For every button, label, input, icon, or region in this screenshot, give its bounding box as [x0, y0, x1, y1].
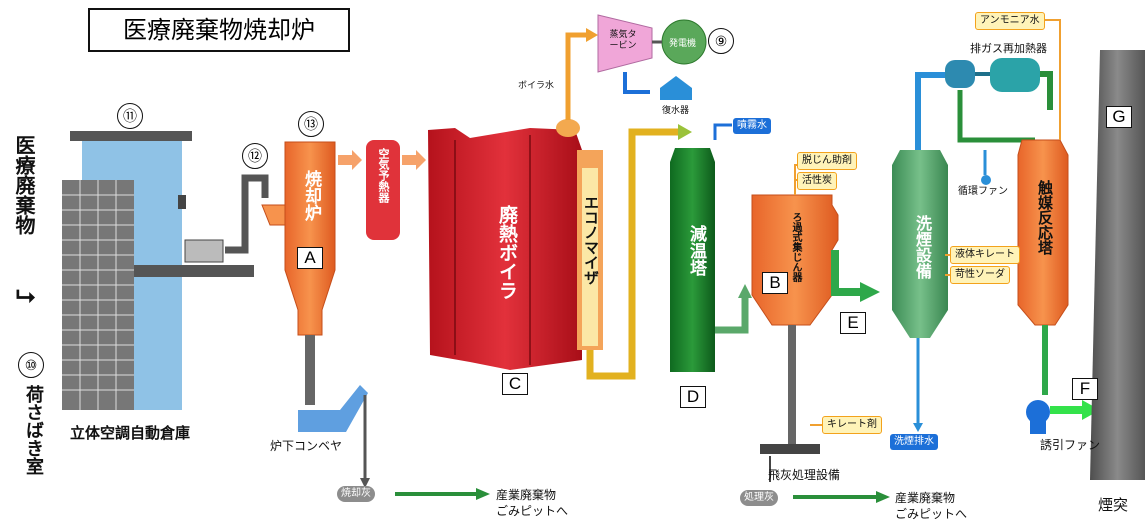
chimney [1090, 50, 1145, 480]
label-generator: 発電機 [669, 39, 697, 49]
dest-1-line1: 産業廃棄物 [496, 488, 557, 502]
flow-arrows-orange [338, 150, 426, 170]
label-box-f: F [1072, 378, 1098, 400]
warehouse [62, 131, 254, 410]
gas-line-yellow [586, 128, 682, 380]
turbine-generator [597, 14, 707, 100]
tag-dust-agent: 脱じん助剤 [797, 152, 857, 170]
tag-wash-drain: 洗煙排水 [890, 434, 938, 450]
label-exhaust-reheater: 排ガス再加熱器 [970, 42, 1047, 55]
dest-1-line2: ごみピットへ [496, 504, 569, 518]
circle-number-11: ⑪ [117, 103, 143, 129]
circle-number-12: ⑫ [242, 143, 268, 169]
waste-heat-boiler [428, 119, 582, 370]
economizer [577, 150, 603, 350]
label-cooling-tower: 減温塔 [686, 225, 706, 276]
label-steam-turbine: 蒸気タービン [609, 30, 637, 51]
incinerator [261, 141, 336, 405]
tag-activated-carbon: 活性炭 [797, 172, 837, 190]
label-waste-heat-boiler: 廃熱ボイラ [496, 205, 518, 300]
feed-conveyor [225, 174, 269, 254]
exhaust-reheater [915, 58, 1053, 185]
page-title: 医療廃棄物焼却炉 [88, 8, 350, 52]
label-chimney: 煙突 [1098, 496, 1129, 514]
label-fly-ash-facility: 飛灰処理設備 [768, 468, 841, 482]
label-scrubber: 洗煙設備 [913, 215, 932, 279]
label-medical-waste: 医療廃棄物 [12, 135, 36, 235]
tag-ammonia-water: アンモニア水 [975, 12, 1045, 30]
label-box-d: D [680, 386, 706, 408]
arrow-right-icon: ⮡ [16, 282, 36, 310]
tag-caustic-soda: 苛性ソーダ [950, 266, 1010, 284]
under-furnace-conveyor [298, 385, 370, 488]
label-unloading-room: 荷さばき室 [23, 385, 44, 475]
label-circulation-fan: 循環ファン [958, 186, 1008, 197]
label-bag-filter: ろ過式集じん器 [790, 212, 801, 282]
air-preheater [366, 140, 400, 240]
label-box-a: A [297, 247, 323, 269]
induced-fan [1026, 400, 1050, 434]
tag-boiler-water: ボイラ水 [518, 81, 555, 91]
label-induced-fan: 誘引ファン [1040, 438, 1101, 452]
circle-number-13: ⑬ [298, 111, 324, 137]
catalytic-reactor [1017, 139, 1069, 395]
gas-line-green-2 [831, 250, 862, 296]
label-economizer: エコノマイザ [582, 195, 600, 285]
tag-spray-water: 噴霧水 [733, 118, 771, 134]
tag-liquid-chelate: 液体キレート [950, 246, 1020, 264]
label-under-furnace-conveyor: 炉下コンベヤ [270, 439, 343, 453]
label-catalytic-reactor: 触媒反応塔 [1036, 180, 1054, 255]
label-box-c: C [502, 373, 528, 395]
steam-line [565, 32, 588, 120]
label-box-g: G [1106, 106, 1132, 128]
label-box-e: E [840, 312, 866, 334]
label-box-b: B [762, 272, 788, 294]
label-warehouse: 立体空調自動倉庫 [70, 424, 191, 442]
dest-2-line2: ごみピットへ [895, 507, 968, 521]
gas-line-green-1 [715, 295, 749, 334]
ash-lines [395, 456, 890, 503]
tag-chelate-agent: キレート剤 [822, 416, 882, 434]
tag-treated-ash: 処理灰 [740, 490, 778, 506]
dest-2-line1: 産業廃棄物 [895, 491, 956, 505]
cooling-tower [670, 123, 732, 372]
label-incinerator: 焼却炉 [301, 170, 321, 221]
tag-incineration-ash: 焼却灰 [337, 486, 375, 502]
scrubber [892, 150, 948, 432]
circle-number-9: ⑨ [708, 28, 734, 54]
label-condenser: 復水器 [662, 106, 690, 116]
label-air-preheater: 空気予熱器 [377, 148, 390, 203]
circle-number-10: ⑩ [18, 352, 44, 378]
